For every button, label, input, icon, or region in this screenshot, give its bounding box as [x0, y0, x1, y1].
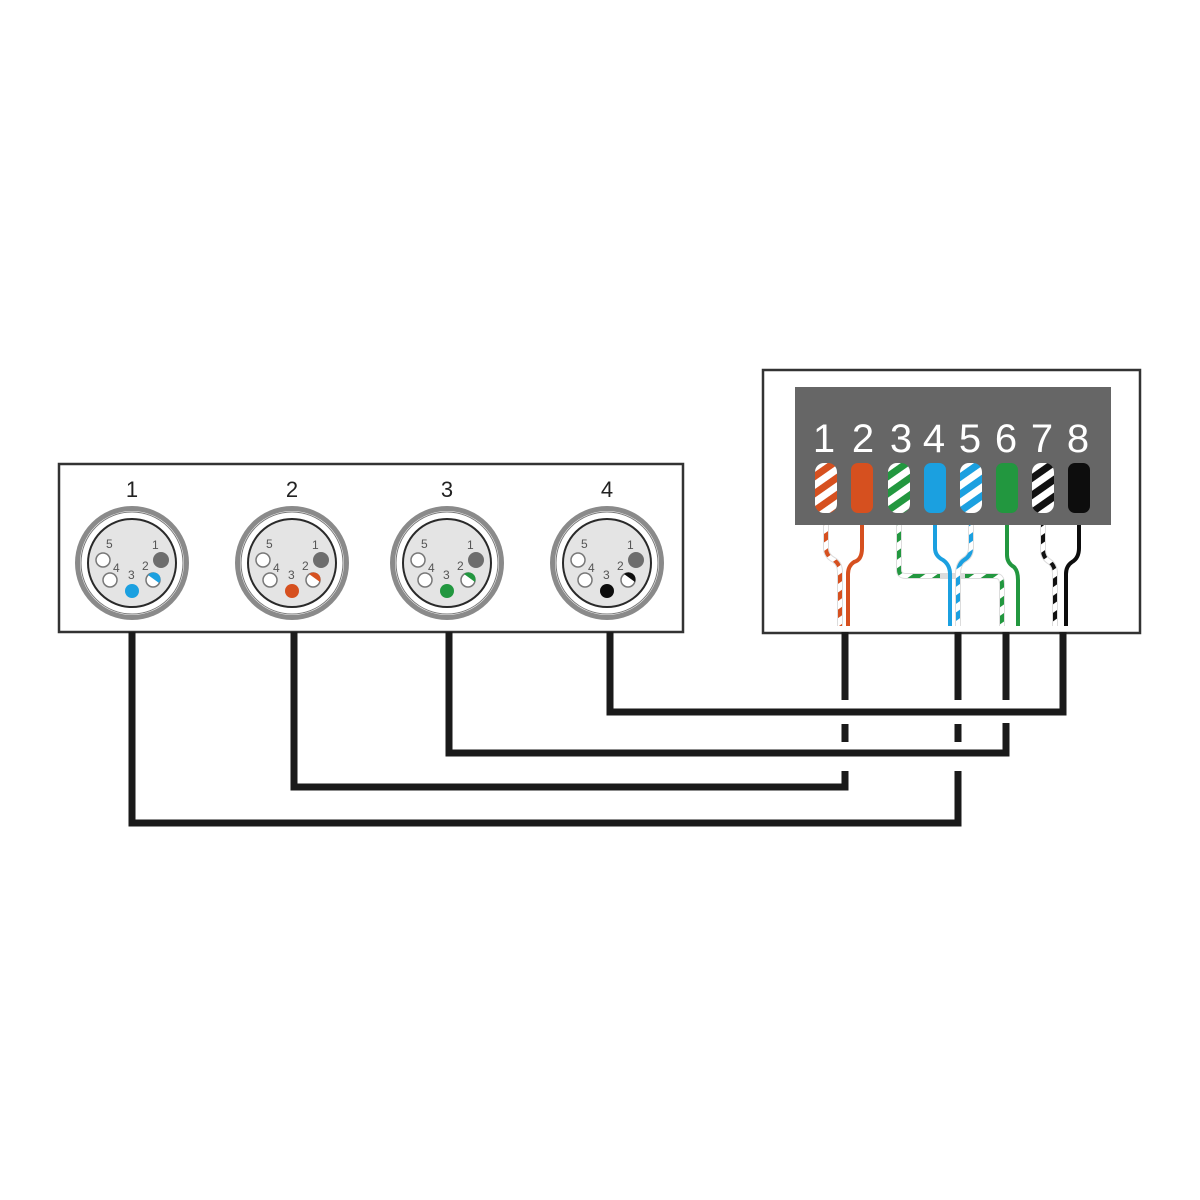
- connector-label: 3: [441, 477, 453, 502]
- pin-5: [570, 552, 586, 568]
- svg-text:4: 4: [428, 561, 435, 575]
- slot-6-green[interactable]: [996, 463, 1018, 513]
- pin-5: [95, 552, 111, 568]
- pin-1: [313, 552, 329, 568]
- svg-text:1: 1: [312, 538, 319, 552]
- pin-4: [577, 572, 593, 588]
- xlr-connector-2[interactable]: 2 5 4 3 2 1: [235, 477, 349, 620]
- terminal-numbers: 1 2 3 4 5 6 7 8: [813, 417, 1089, 461]
- pin-1: [628, 552, 644, 568]
- pin-4: [417, 572, 433, 588]
- terminal-slots: [815, 463, 1090, 513]
- svg-text:2: 2: [457, 559, 464, 573]
- svg-text:2: 2: [302, 559, 309, 573]
- pin-3: [440, 584, 454, 598]
- pin-5: [410, 552, 426, 568]
- svg-text:4: 4: [273, 561, 280, 575]
- connector-label: 4: [601, 477, 613, 502]
- pin-2: [145, 572, 161, 588]
- svg-text:5: 5: [959, 417, 981, 461]
- svg-text:5: 5: [421, 537, 428, 551]
- svg-text:7: 7: [1031, 417, 1053, 461]
- svg-text:4: 4: [588, 561, 595, 575]
- svg-text:3: 3: [128, 568, 135, 582]
- svg-text:4: 4: [113, 561, 120, 575]
- pin-1: [153, 552, 169, 568]
- pin-3: [285, 584, 299, 598]
- xlr-connector-1[interactable]: 1 5 4 3 2 1: [75, 477, 189, 620]
- svg-text:2: 2: [142, 559, 149, 573]
- svg-text:1: 1: [813, 417, 835, 461]
- svg-text:3: 3: [603, 568, 610, 582]
- svg-text:3: 3: [890, 417, 912, 461]
- slot-4-blue[interactable]: [924, 463, 946, 513]
- svg-text:1: 1: [467, 538, 474, 552]
- svg-text:5: 5: [266, 537, 273, 551]
- pin-4: [102, 572, 118, 588]
- slot-5-blue-white[interactable]: [960, 463, 982, 513]
- svg-text:4: 4: [923, 417, 945, 461]
- svg-text:1: 1: [627, 538, 634, 552]
- xlr-connector-4[interactable]: 4 5 4 3 2 1: [550, 477, 664, 620]
- pin-3: [125, 584, 139, 598]
- pin-5: [255, 552, 271, 568]
- cable-connector2-to-pin2[interactable]: [290, 632, 849, 791]
- svg-text:3: 3: [443, 568, 450, 582]
- pin-3: [600, 584, 614, 598]
- slot-7-black-white[interactable]: [1032, 463, 1054, 513]
- pin-4: [262, 572, 278, 588]
- slot-8-black[interactable]: [1068, 463, 1090, 513]
- svg-text:3: 3: [288, 568, 295, 582]
- svg-text:2: 2: [852, 417, 874, 461]
- pin-2: [460, 572, 476, 588]
- terminal-wires: [823, 525, 1081, 626]
- pin-1: [468, 552, 484, 568]
- svg-text:6: 6: [995, 417, 1017, 461]
- svg-text:1: 1: [152, 538, 159, 552]
- terminal-panel: [795, 387, 1111, 525]
- slot-2-orange[interactable]: [851, 463, 873, 513]
- slot-3-green-white[interactable]: [888, 463, 910, 513]
- xlr-connector-3[interactable]: 3 5 4 3 2 1: [390, 477, 504, 620]
- cable-connector4-to-pin8[interactable]: [606, 632, 1067, 716]
- cable-routes: [128, 632, 1067, 827]
- svg-text:8: 8: [1067, 417, 1089, 461]
- connector-label: 2: [286, 477, 298, 502]
- pin-2: [305, 572, 321, 588]
- cable-connector3-to-pin6[interactable]: [445, 632, 1010, 757]
- slot-1-orange-white[interactable]: [815, 463, 837, 513]
- pin-2: [620, 572, 636, 588]
- svg-text:5: 5: [581, 537, 588, 551]
- cable-connector1-to-pin4[interactable]: [128, 632, 962, 827]
- connector-label: 1: [126, 477, 138, 502]
- svg-text:5: 5: [106, 537, 113, 551]
- svg-text:2: 2: [617, 559, 624, 573]
